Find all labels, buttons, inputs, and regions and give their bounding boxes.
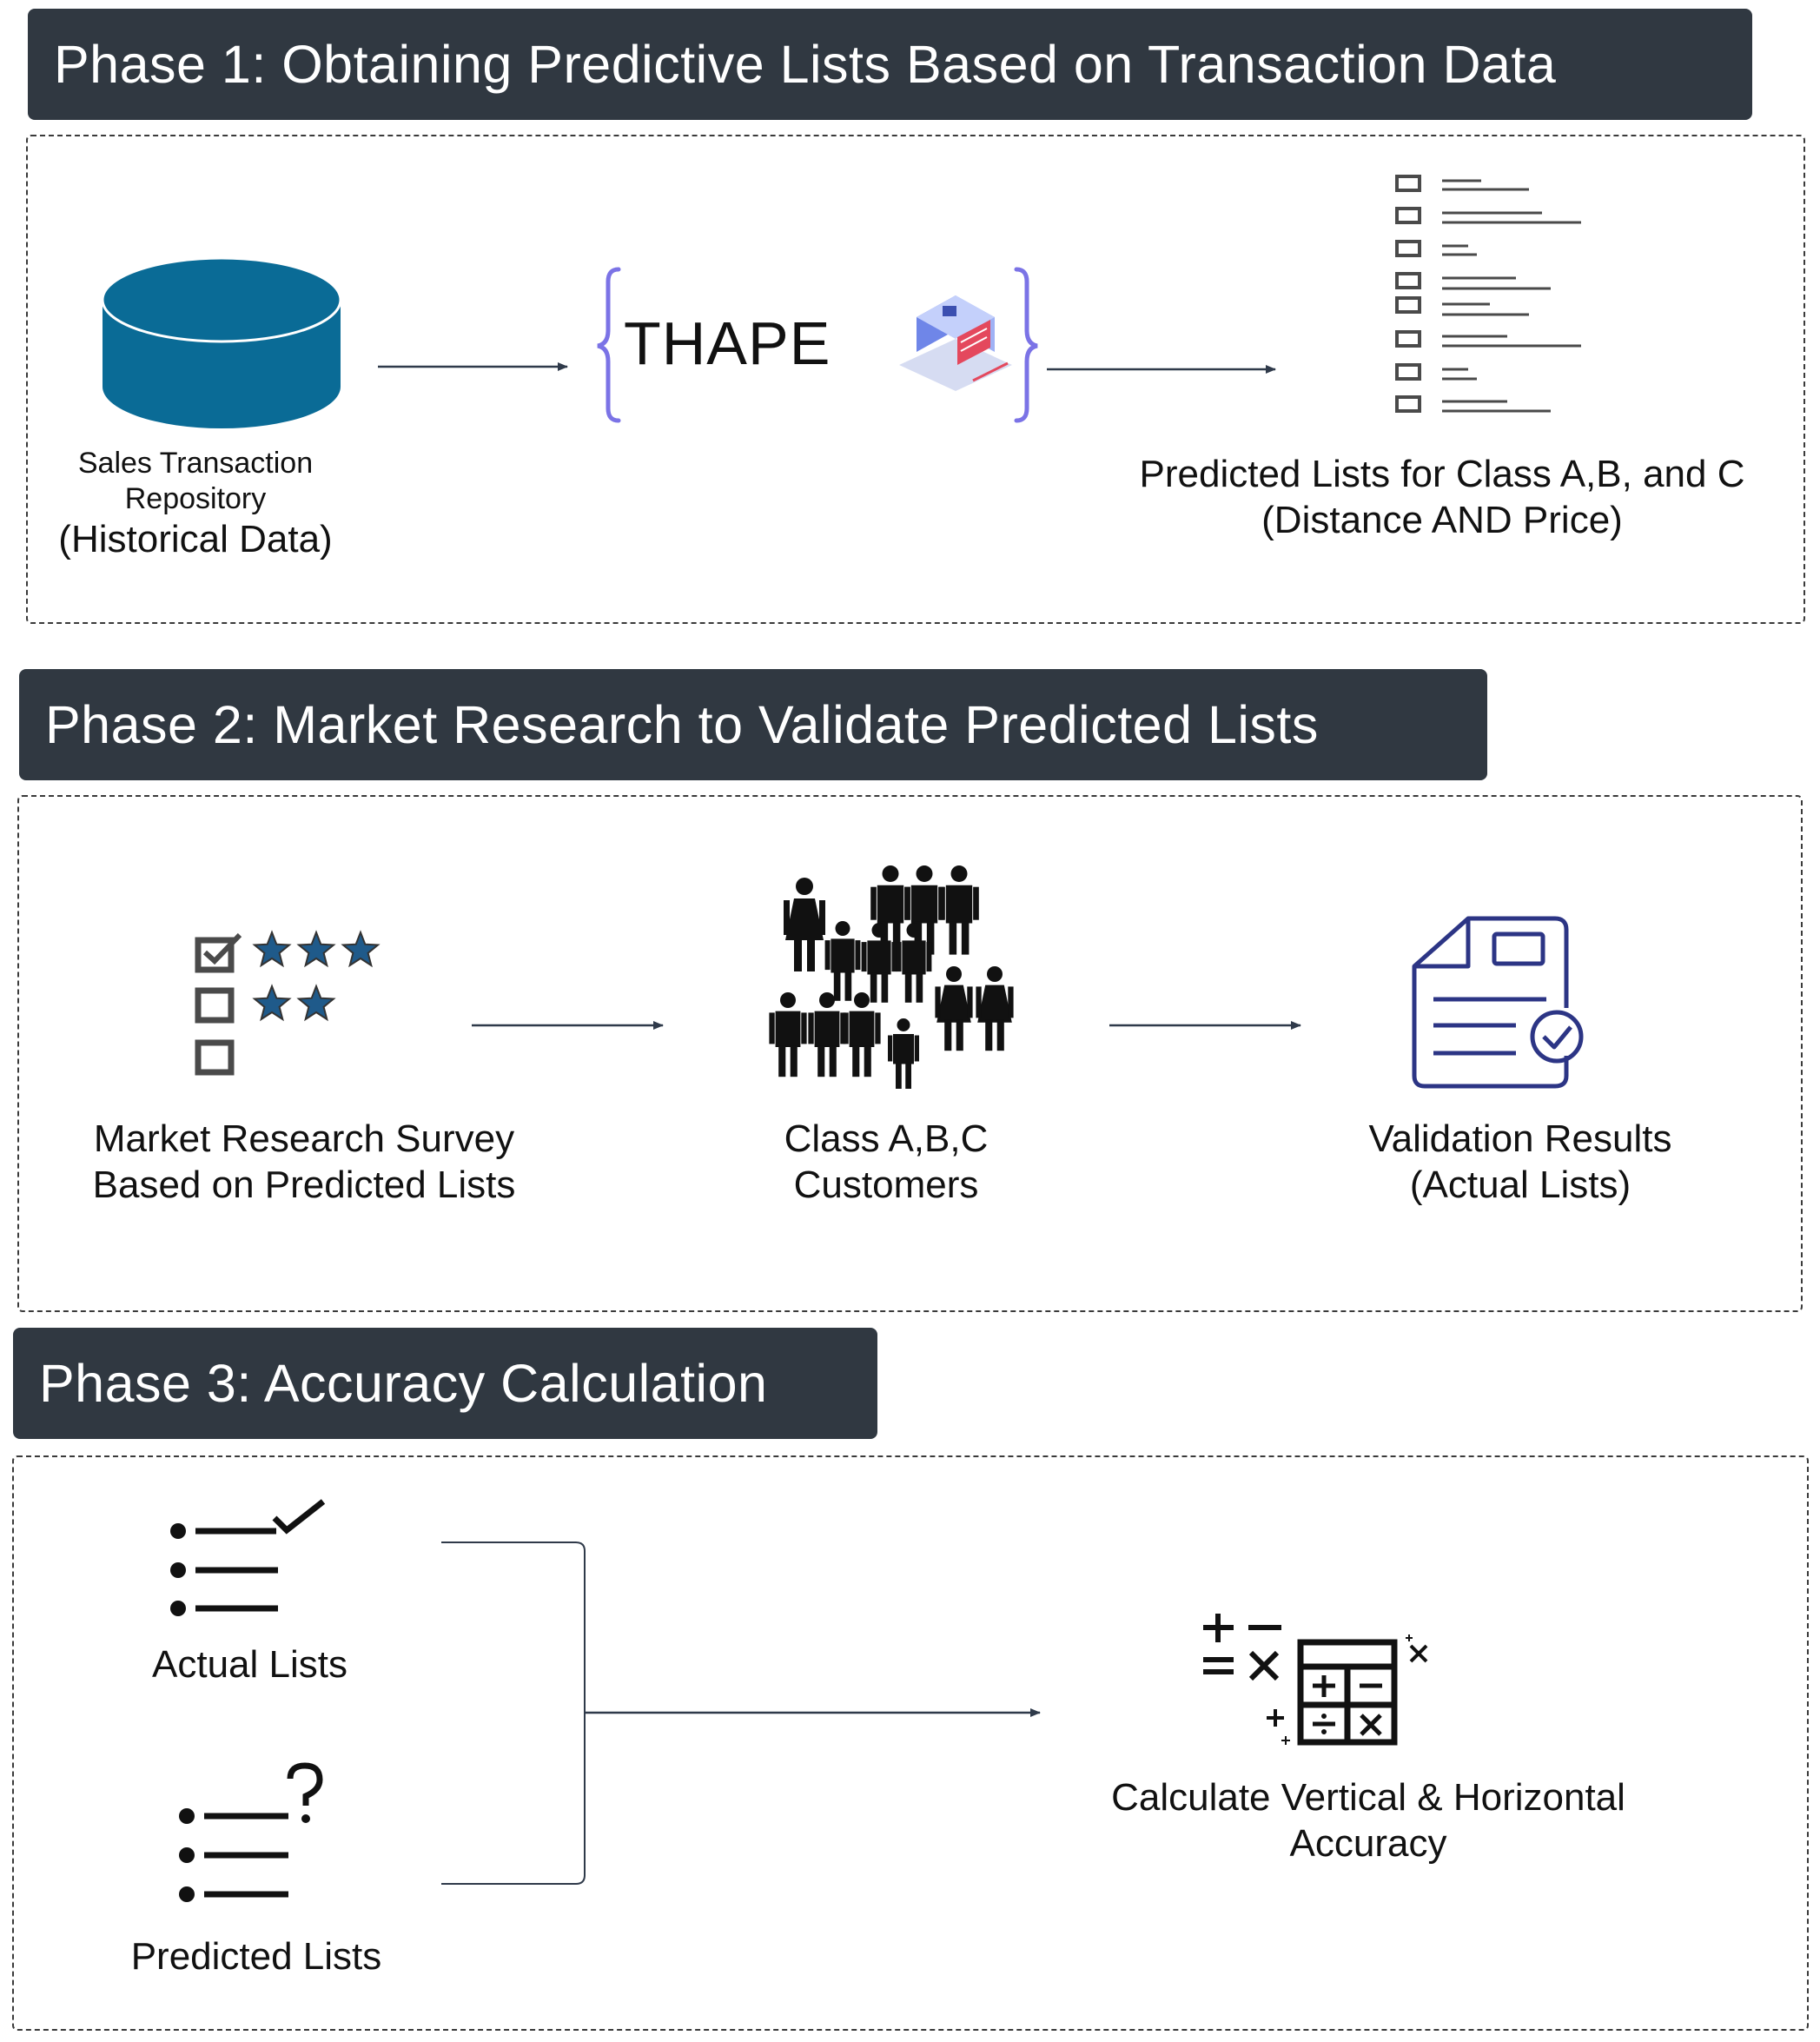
output-label-line1: Predicted Lists for Class A,B, and C [1139,453,1745,495]
survey-label-line2: Based on Predicted Lists [92,1163,516,1206]
repository-label-line1: Sales Transaction [77,447,314,480]
person-icon [976,966,1014,1051]
thape-label: THAPE [624,309,831,377]
phase1-box [26,135,1805,624]
survey-checklist-icon [195,932,242,1076]
rating-stars [252,930,381,1022]
person-icon [784,878,825,971]
server-icon [899,295,1012,391]
survey-label-line1: Market Research Survey [93,1117,515,1160]
right-brace [1014,267,1038,423]
calc-label-line2: Accuracy [1289,1821,1447,1865]
person-icon [939,865,979,955]
person-icon [888,1018,919,1089]
validation-results-label: Validation Results (Actual Lists) [1303,1117,1737,1209]
question-list-icon [179,1762,323,1902]
star-icon [296,930,336,968]
results-label-line2: (Actual Lists) [1409,1163,1631,1206]
document-check-icon [1412,916,1584,1089]
repository-label-line3: (Historical Data) [58,517,333,560]
calculator-icon [1203,1614,1428,1746]
person-icon [824,921,861,1001]
results-label-line1: Validation Results [1368,1117,1672,1160]
merge-connector [441,1541,586,1885]
star-icon [341,930,381,968]
star-icon [252,984,292,1022]
person-icon [808,992,846,1077]
person-icon [843,992,881,1077]
people-crowd-icon [769,865,1014,1089]
star-icon [252,930,292,968]
left-brace [597,267,621,423]
person-icon [896,923,932,1003]
repository-label-line2: Repository [124,481,267,515]
calc-label-line1: Calculate Vertical & Horizontal [1111,1776,1625,1819]
phase2-header: Phase 2: Market Research to Validate Pre… [19,669,1487,780]
star-icon [296,984,336,1022]
person-icon [861,923,897,1003]
actual-lists-label: Actual Lists [152,1643,347,1686]
phase3-header: Phase 3: Accuracy Calculation [13,1328,877,1439]
accuracy-calc-label: Calculate Vertical & Horizontal Accuracy [1051,1775,1685,1867]
person-icon [769,992,807,1077]
predicted-lists-output-label: Predicted Lists for Class A,B, and C (Di… [1086,452,1798,544]
person-icon [935,966,973,1051]
output-label-line2: (Distance AND Price) [1261,498,1623,541]
survey-label: Market Research Survey Based on Predicte… [43,1117,565,1209]
phase3-box [12,1455,1809,2031]
database-icon [101,256,342,428]
phase1-header: Phase 1: Obtaining Predictive Lists Base… [28,9,1752,120]
list-icon [1395,175,1581,413]
customers-label-line1: Class A,B,C [784,1117,989,1160]
customers-label: Class A,B,C Customers [712,1117,1060,1209]
phase2-box [17,795,1803,1312]
repository-label: Sales Transaction Repository (Historical… [35,446,356,562]
customers-label-line2: Customers [793,1163,979,1206]
checked-list-icon [170,1499,326,1616]
predicted-lists-label: Predicted Lists [130,1935,382,1978]
